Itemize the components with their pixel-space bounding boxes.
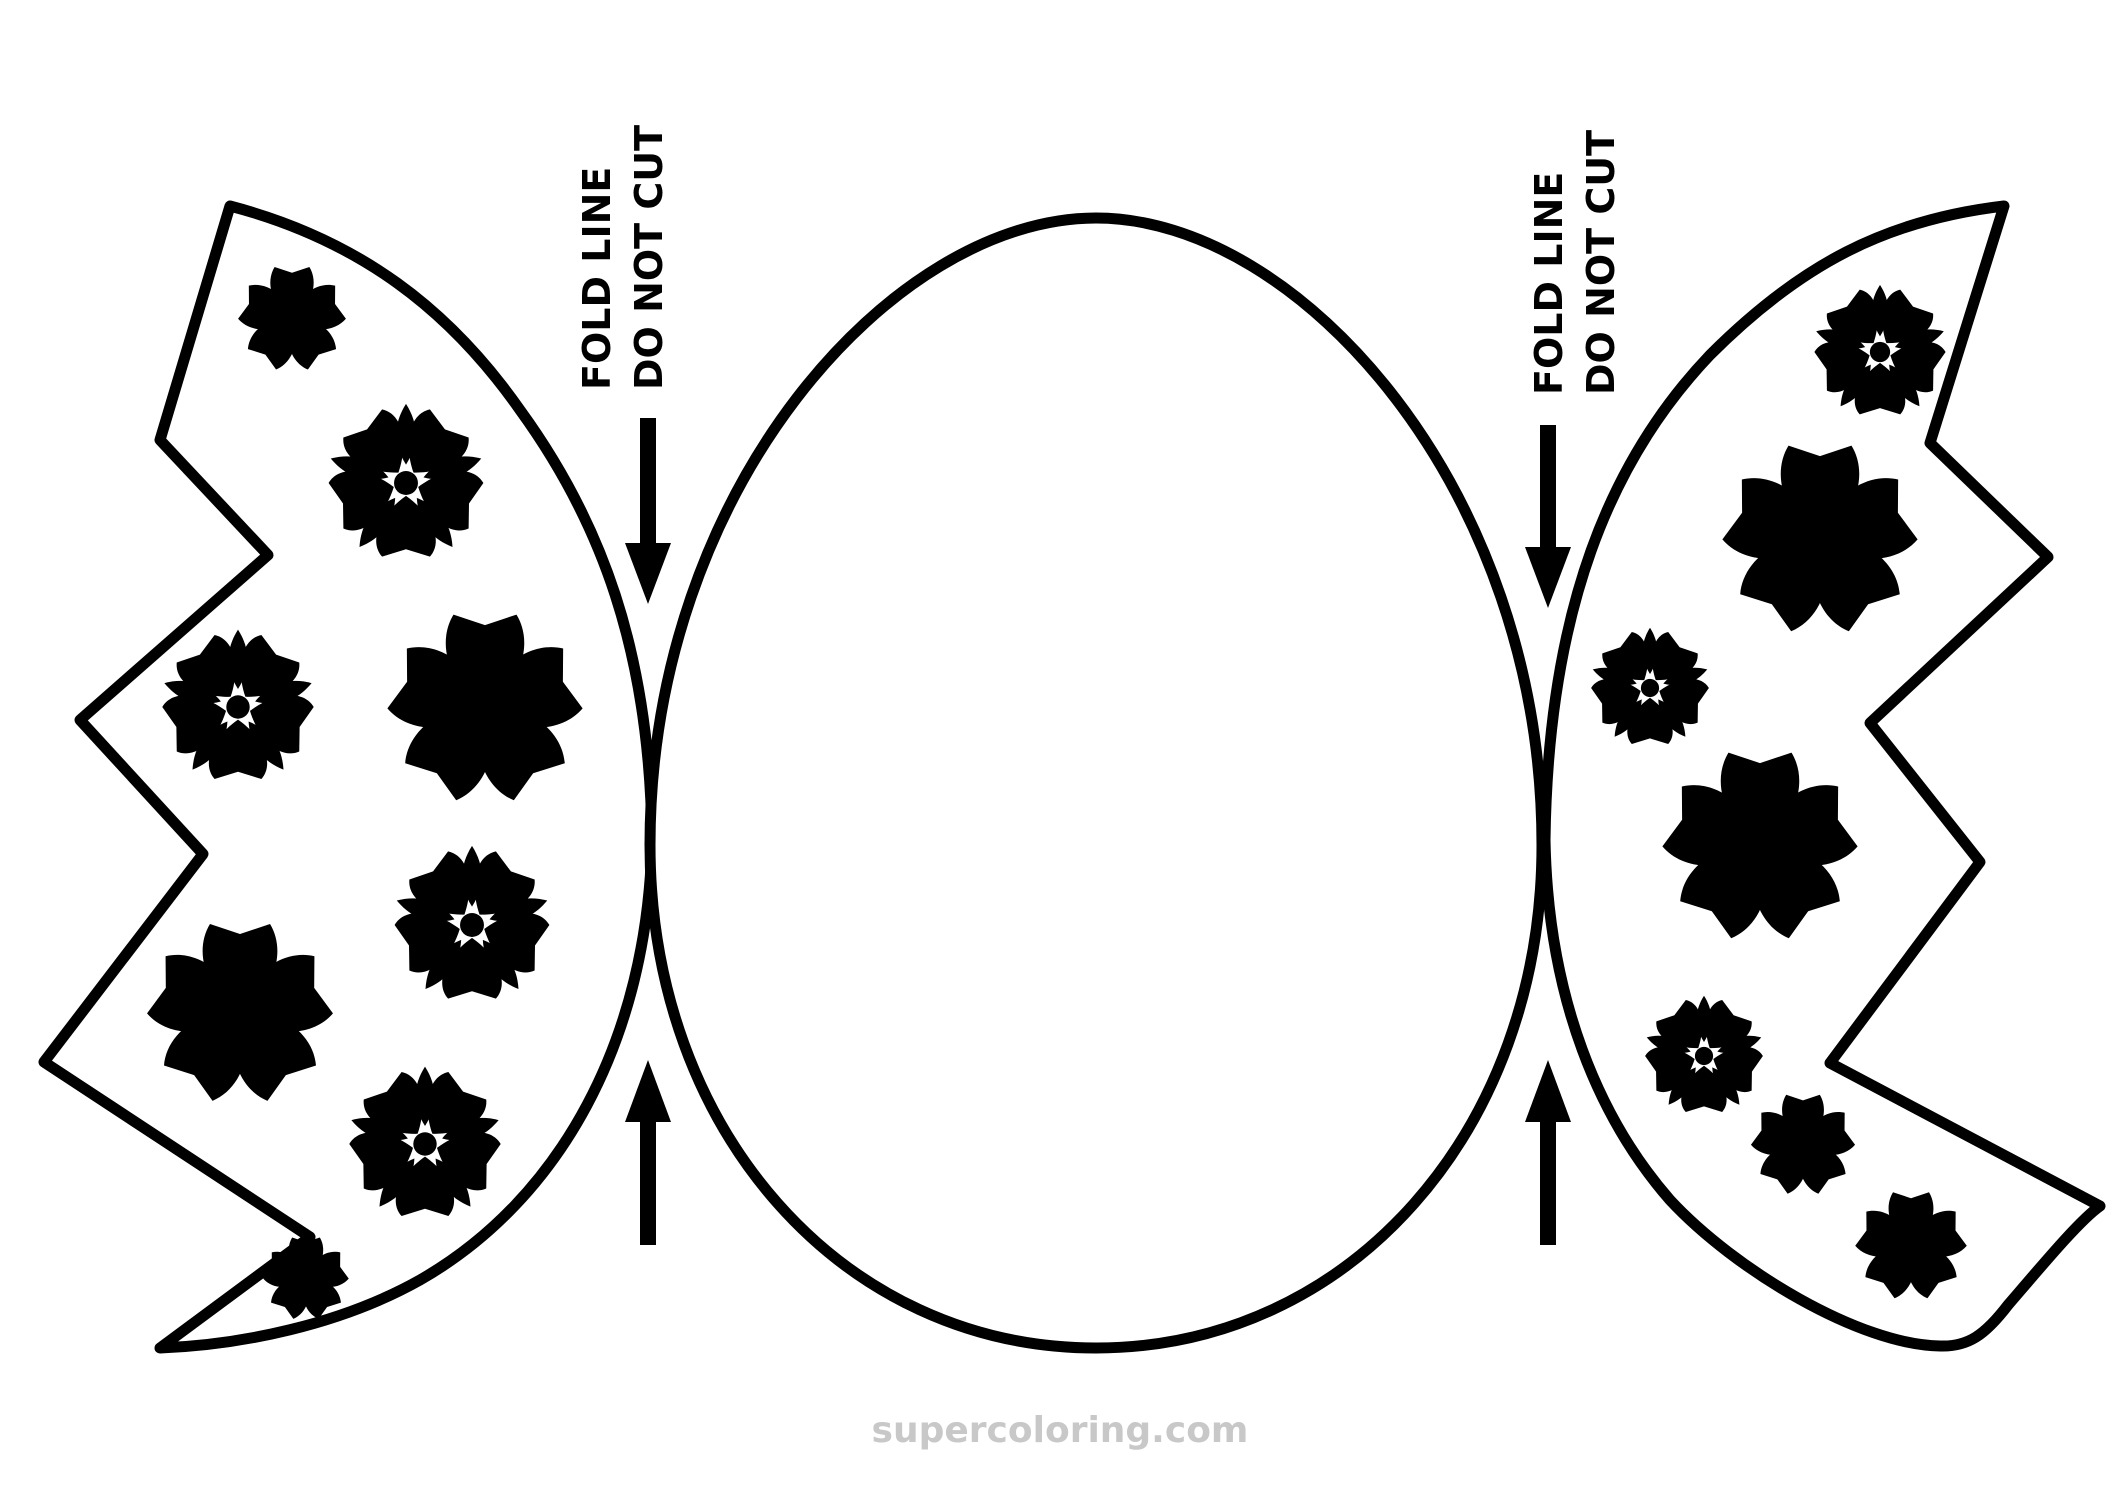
fold-arrow-down-icon <box>625 418 671 604</box>
left-fold-label-line2: DO NOT CUT <box>627 125 671 390</box>
egg-outline <box>644 212 1548 1354</box>
left-fold-label: FOLD LINE DO NOT CUT <box>575 125 671 390</box>
left-fold-label-line1: FOLD LINE <box>575 167 619 390</box>
fold-arrow-up-icon <box>1525 1060 1571 1245</box>
fold-arrow-up-icon <box>625 1060 671 1245</box>
fold-arrow-down-icon <box>1525 425 1571 608</box>
watermark-text: supercoloring.com <box>872 1410 1249 1451</box>
right-fold-label-line2: DO NOT CUT <box>1579 130 1623 395</box>
right-fold-label-line1: FOLD LINE <box>1527 172 1571 395</box>
right-fold-label: FOLD LINE DO NOT CUT <box>1527 130 1623 395</box>
left-flap-outline <box>38 200 658 1354</box>
